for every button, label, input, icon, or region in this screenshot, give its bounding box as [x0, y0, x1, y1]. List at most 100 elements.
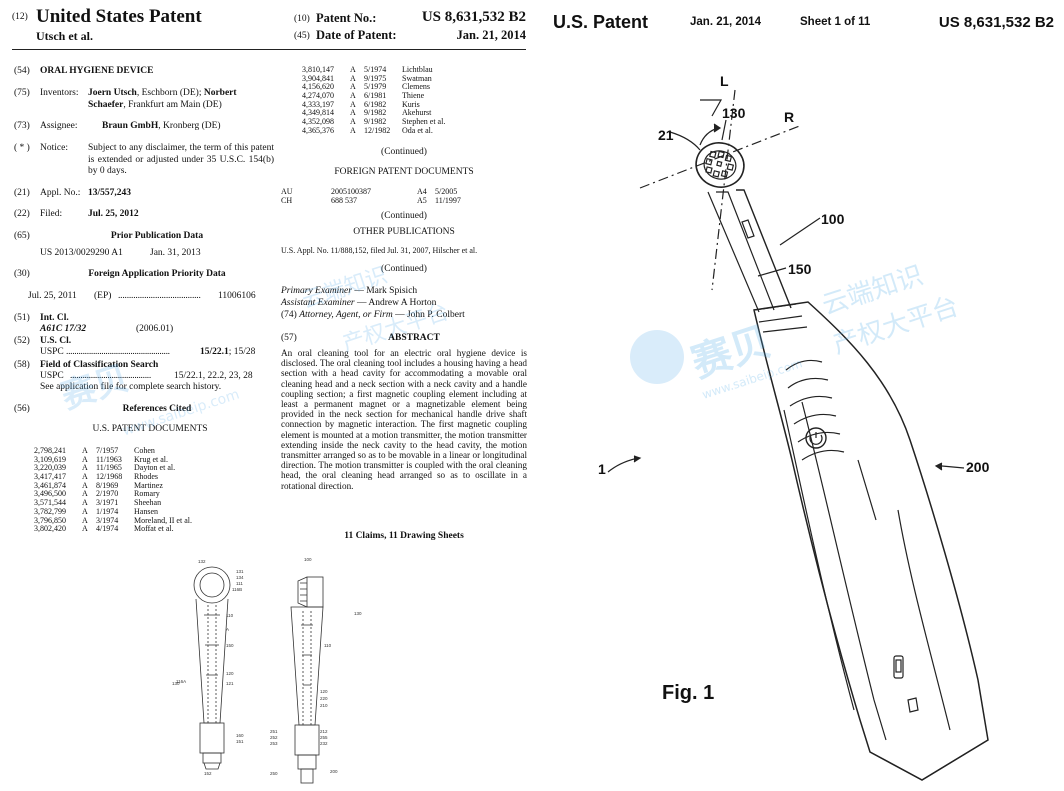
- us-patent-cell: A: [82, 463, 88, 473]
- us-patent-cell: A: [82, 524, 88, 534]
- us-patent-cell: Moreland, II et al.: [134, 515, 192, 525]
- us-patent-cell: A: [350, 117, 356, 127]
- us-patent-cell: 4/1974: [96, 524, 119, 534]
- foreign-doc-cell: 5/2005: [435, 187, 458, 196]
- us-patent-cell: 8/1969: [96, 480, 119, 490]
- us-patent-cell: 3,802,420: [34, 524, 66, 534]
- us-patent-cell: Swatman: [402, 73, 432, 83]
- small-fig-label: 121: [226, 681, 234, 686]
- front-page-drawing: 132131134111116B110A150116A1201211601511…: [172, 557, 362, 784]
- us-patent-cell: 3,810,147: [302, 65, 334, 74]
- us-patent-cell: Dayton et al.: [134, 463, 176, 473]
- us-patent-cell: 4,156,620: [302, 82, 334, 92]
- field-of-search: (58) Field of Classification Search USPC…: [14, 360, 253, 392]
- small-fig-label: 160: [236, 733, 244, 738]
- country-title: United States Patent: [36, 6, 202, 27]
- us-patent-cell: Martinez: [134, 480, 163, 490]
- us-patent-cell: 2/1970: [96, 489, 119, 499]
- us-patent-cell: 4,352,098: [302, 117, 334, 127]
- us-patent-cell: 3,904,841: [302, 73, 334, 83]
- us-patent-cell: 9/1975: [364, 73, 387, 83]
- attorney: (74) Attorney, Agent, or Firm — John P. …: [281, 310, 465, 320]
- us-patent-cell: 5/1974: [364, 65, 387, 74]
- power-button-icon: [805, 427, 827, 449]
- us-patent-cell: Cohen: [134, 446, 155, 455]
- us-patent-cell: 12/1982: [364, 125, 391, 135]
- small-fig-label: 110: [226, 613, 234, 618]
- label-130: 130: [722, 105, 746, 121]
- us-patent-cell: Moffat et al.: [134, 524, 174, 534]
- us-cl-field: (52) U.S. Cl. USPC .....................…: [14, 336, 256, 357]
- us-patent-cell: 6/1982: [364, 99, 387, 109]
- small-fig-label: 120: [320, 689, 328, 694]
- abstract-text: An oral cleaning tool for an electric or…: [281, 348, 527, 491]
- us-patent-cell: 3/1974: [96, 515, 119, 525]
- invention-title: ORAL HYGIENE DEVICE: [40, 66, 154, 76]
- inventor-short: Utsch et al.: [36, 29, 93, 43]
- continued-1: (Continued): [381, 147, 427, 157]
- us-patent-cell: 3,782,799: [34, 506, 66, 516]
- foreign-docs-heading: FOREIGN PATENT DOCUMENTS: [334, 167, 474, 177]
- us-patent-cell: 7/1957: [96, 446, 119, 455]
- us-patent-cell: 1/1974: [96, 506, 119, 516]
- leader-L: [700, 99, 723, 117]
- small-fig-label: 120: [226, 671, 234, 676]
- continued-3: (Continued): [381, 264, 427, 274]
- us-patent-cell: Oda et al.: [402, 125, 433, 135]
- us-patent-cell: 2,798,241: [34, 446, 66, 455]
- us-patent-cell: 3,496,500: [34, 489, 66, 499]
- small-fig-label: 210: [320, 703, 328, 708]
- sheet-title: U.S. Patent: [553, 12, 649, 32]
- foreign-doc-cell: AU: [281, 187, 293, 196]
- us-patent-cell: A: [82, 454, 88, 464]
- sheet-number: Sheet 1 of 11: [800, 16, 871, 28]
- sheet-date: Jan. 21, 2014: [690, 16, 761, 28]
- us-patent-cell: A: [350, 108, 356, 118]
- small-fig-label: 100: [304, 557, 312, 562]
- header-rule: [12, 49, 526, 50]
- brush-head: [695, 142, 745, 188]
- us-patent-cell: A: [350, 91, 356, 101]
- us-patent-cell: 12/1968: [96, 472, 123, 482]
- us-patent-cell: Clemens: [402, 82, 430, 92]
- small-fig-label: 251: [270, 729, 278, 734]
- small-fig-label: 131: [236, 569, 244, 574]
- inventors-field: (75) Inventors: Joern Utsch, Eschborn (D…: [14, 88, 237, 110]
- us-patent-cell: A: [350, 65, 356, 74]
- us-patent-cell: 4,333,197: [302, 99, 334, 109]
- us-patent-cell: A: [82, 498, 88, 508]
- patent-date: Jan. 21, 2014: [456, 28, 526, 42]
- axis-L-line: [711, 89, 736, 291]
- us-patent-cell: Akehurst: [402, 108, 432, 118]
- us-patent-cell: 3,417,417: [34, 472, 66, 482]
- claims-summary: 11 Claims, 11 Drawing Sheets: [344, 531, 464, 541]
- us-patent-cell: Hansen: [134, 506, 158, 516]
- small-fig-label: 110: [324, 643, 332, 648]
- code-10: (10): [294, 14, 310, 24]
- other-publication: U.S. Appl. No. 11/888,152, filed Jul. 31…: [281, 246, 478, 255]
- us-patent-cell: A: [350, 99, 356, 109]
- us-patent-row: 3,802,420 A 4/1974 Moffat et al.: [34, 524, 264, 534]
- int-cl-field: (51) Int. Cl. A61C 17/32 (2006.01): [14, 313, 174, 334]
- us-patent-cell: Lichtblau: [402, 65, 433, 74]
- abstract-code: (57): [281, 333, 297, 343]
- us-patent-cell: Romary: [134, 489, 160, 499]
- us-patent-cell: 3,571,544: [34, 498, 66, 508]
- code-12: (12): [12, 12, 28, 22]
- assistant-examiner: Assistant Examiner — Andrew A Horton: [281, 298, 437, 308]
- us-patent-cell: 4,365,376: [302, 125, 334, 135]
- small-fig-label: 152: [204, 771, 212, 776]
- figure-label: Fig. 1: [662, 682, 714, 704]
- small-fig-label: 252: [270, 735, 278, 740]
- us-patent-cell: 11/1965: [96, 463, 122, 473]
